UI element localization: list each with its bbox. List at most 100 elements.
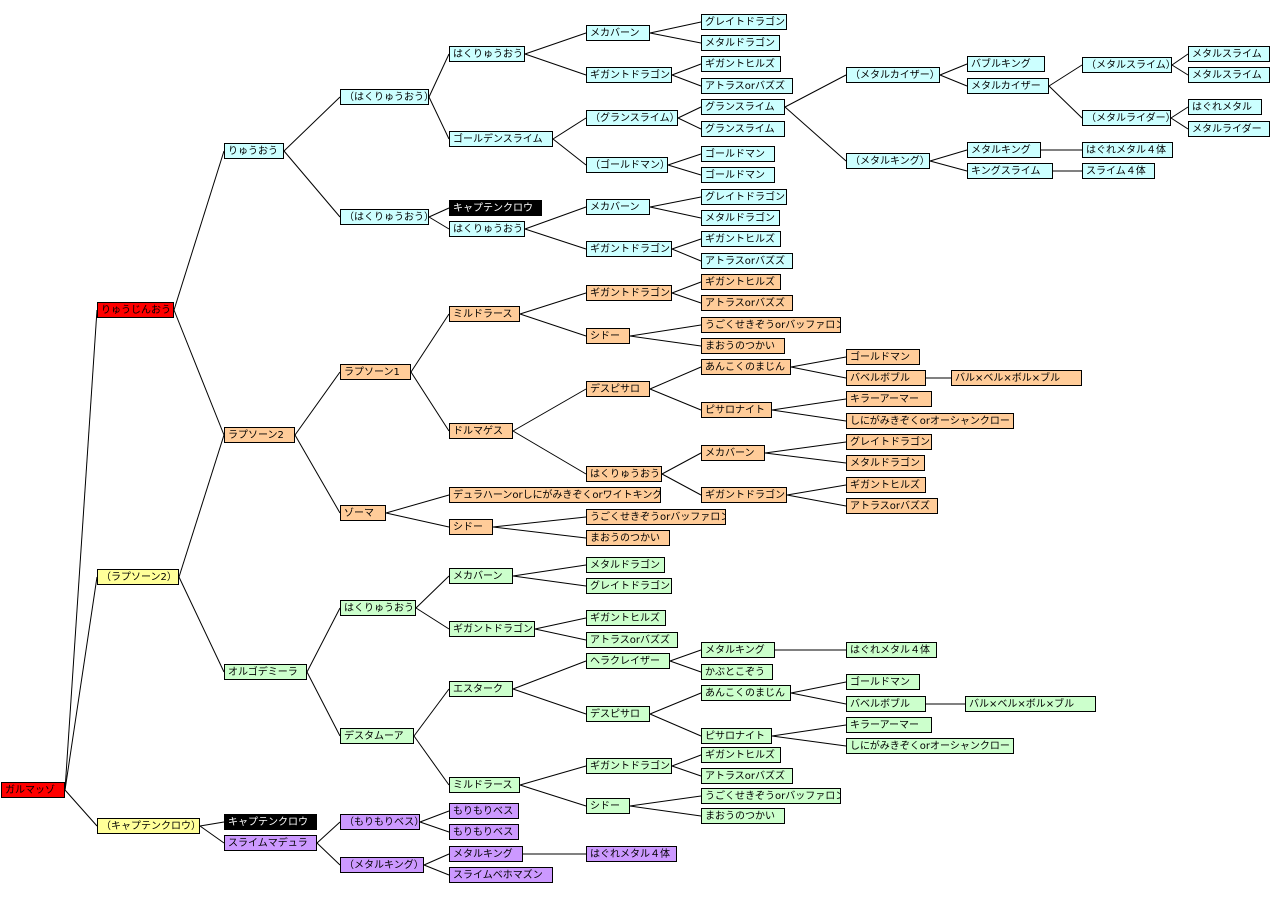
tree-node-gran-p[interactable]: （グランスライム） — [586, 110, 678, 126]
tree-node-atlas-e[interactable]: アトラスorバズズ — [586, 632, 678, 648]
tree-node-ugoku-c[interactable]: うごくせきぞうorバッファロン — [701, 788, 841, 804]
tree-node-morimori2[interactable]: もりもりベス — [449, 824, 519, 840]
tree-node-atlas-d[interactable]: アトラスorバズズ — [846, 498, 938, 514]
tree-node-golden-slime[interactable]: ゴールデンスライム — [449, 131, 553, 147]
tree-node-killer-a[interactable]: キラーアーマー — [846, 391, 932, 407]
tree-node-maou-c[interactable]: まおうのつかい — [701, 808, 785, 824]
tree-node-mecha-c[interactable]: メカバーン — [701, 445, 765, 461]
tree-node-goldman2[interactable]: ゴールドマン — [701, 167, 775, 183]
tree-node-dura[interactable]: デュラハーンorしにがみきぞくorワイトキング — [449, 487, 661, 503]
tree-node-atlas-c[interactable]: アトラスorバズズ — [701, 295, 793, 311]
tree-node-shido-b[interactable]: シドー — [449, 519, 493, 535]
tree-node-metalking-p2[interactable]: （メタルキング） — [340, 857, 424, 873]
tree-node-great-c[interactable]: グレイトドラゴン — [846, 434, 932, 450]
tree-node-rapsoon2[interactable]: ラプソーン2 — [224, 427, 295, 443]
tree-node-gighills-a[interactable]: ギガントヒルズ — [701, 56, 781, 72]
tree-node-hagure4-b[interactable]: はぐれメタル４体 — [846, 642, 937, 658]
tree-node-atlas-a[interactable]: アトラスorバズズ — [701, 78, 793, 94]
tree-node-ankoku-a[interactable]: あんこくのまじん — [701, 359, 791, 375]
tree-node-captain-paren[interactable]: （キャプテンクロウ） — [97, 818, 200, 834]
tree-node-shido-a[interactable]: シドー — [586, 328, 630, 344]
tree-node-morimori-p[interactable]: （もりもりベス） — [340, 814, 420, 830]
tree-node-barubel-b[interactable]: バル×ベル×ボル×ブル — [965, 696, 1096, 712]
tree-node-gigant-f[interactable]: ギガントドラゴン — [586, 758, 672, 774]
tree-node-mecha-a[interactable]: メカバーン — [586, 25, 650, 41]
tree-node-metalking-b[interactable]: メタルキング — [701, 642, 775, 658]
tree-node-hagure4-c[interactable]: はぐれメタル４体 — [586, 846, 677, 862]
tree-node-slimebehoma[interactable]: スライムベホマズン — [449, 867, 553, 883]
tree-node-orgo[interactable]: オルゴデミーラ — [224, 664, 307, 680]
tree-node-dolmagus[interactable]: ドルマゲス — [449, 423, 513, 439]
tree-node-gigant-c[interactable]: ギガントドラゴン — [586, 285, 672, 301]
tree-node-metalrider[interactable]: メタルライダー — [1188, 121, 1270, 137]
tree-node-captain-blk1[interactable]: キャプテンクロウ — [449, 200, 542, 216]
tree-node-gighills-b[interactable]: ギガントヒルズ — [701, 231, 781, 247]
tree-node-hagure4-a[interactable]: はぐれメタル４体 — [1082, 142, 1173, 158]
tree-node-haguremetal-a[interactable]: はぐれメタル — [1188, 99, 1262, 115]
tree-node-hakuryu-a[interactable]: はくりゅうおう — [449, 46, 525, 62]
tree-node-metalking-p[interactable]: （メタルキング） — [846, 153, 930, 169]
tree-node-estark[interactable]: エスターク — [449, 681, 513, 697]
tree-node-goldman1[interactable]: ゴールドマン — [701, 146, 775, 162]
tree-node-metalslime1[interactable]: メタルスライム — [1188, 46, 1270, 62]
tree-node-rapsoon2-paren[interactable]: （ラプソーン2） — [97, 569, 179, 585]
tree-node-zoma[interactable]: ゾーマ — [340, 505, 386, 521]
tree-node-gighills-e[interactable]: ギガントヒルズ — [586, 610, 666, 626]
tree-node-goldman4[interactable]: ゴールドマン — [846, 674, 920, 690]
tree-node-gran2[interactable]: グランスライム — [701, 121, 785, 137]
tree-node-metalrider-p[interactable]: （メタルライダー） — [1082, 110, 1171, 126]
tree-node-goldman-p[interactable]: （ゴールドマン） — [586, 157, 668, 173]
tree-node-metalking-c[interactable]: メタルキング — [449, 846, 523, 862]
tree-node-atlas-b[interactable]: アトラスorバズズ — [701, 253, 793, 269]
tree-node-hakuryu-b[interactable]: はくりゅうおう — [449, 221, 525, 237]
tree-node-gighills-c[interactable]: ギガントヒルズ — [701, 274, 781, 290]
tree-node-desutamua[interactable]: デスタムーア — [340, 728, 414, 744]
tree-node-gran1[interactable]: グランスライム — [701, 99, 785, 115]
tree-node-gigant-b[interactable]: ギガントドラゴン — [586, 241, 672, 257]
tree-node-metalkaiser-p[interactable]: （メタルカイザー） — [846, 67, 940, 83]
tree-node-metald-d[interactable]: メタルドラゴン — [586, 557, 665, 573]
tree-node-slime4[interactable]: スライム４体 — [1082, 163, 1155, 179]
tree-node-barubel-a[interactable]: バル×ベル×ボル×ブル — [951, 370, 1082, 386]
tree-node-kabuto[interactable]: かぶとこぞう — [701, 664, 773, 680]
tree-node-mecha-d[interactable]: メカバーン — [449, 568, 513, 584]
tree-node-hakuryu-d[interactable]: はくりゅうおう — [340, 600, 416, 616]
tree-node-root[interactable]: ガルマッゾ — [1, 782, 65, 798]
tree-node-metalkaiser[interactable]: メタルカイザー — [967, 78, 1049, 94]
tree-node-metalslime-p[interactable]: （メタルスライム） — [1082, 57, 1172, 73]
tree-node-despisaro-a[interactable]: デスピサロ — [586, 381, 650, 397]
tree-node-great-a[interactable]: グレイトドラゴン — [701, 14, 787, 30]
tree-node-gighills-f[interactable]: ギガントヒルズ — [701, 747, 781, 763]
tree-node-ryuuou[interactable]: りゅうおう — [224, 143, 284, 159]
tree-node-captain-blk2[interactable]: キャプテンクロウ — [224, 814, 317, 830]
tree-node-great-d[interactable]: グレイトドラゴン — [586, 578, 672, 594]
tree-node-ugoku-b[interactable]: うごくせきぞうorバッファロン — [586, 509, 726, 525]
tree-node-gigant-d[interactable]: ギガントドラゴン — [701, 487, 787, 503]
tree-node-ryujinou[interactable]: りゅうじんおう — [97, 302, 174, 318]
tree-node-morimori1[interactable]: もりもりベス — [449, 803, 519, 819]
tree-node-mildraath-b[interactable]: ミルドラース — [449, 777, 520, 793]
tree-node-maou-b[interactable]: まおうのつかい — [586, 530, 670, 546]
tree-node-goldman3[interactable]: ゴールドマン — [846, 349, 920, 365]
tree-node-mildraath-a[interactable]: ミルドラース — [449, 306, 520, 322]
tree-node-shinigami-a[interactable]: しにがみきぞくorオーシャンクロー — [846, 413, 1014, 429]
tree-node-rapsoon1[interactable]: ラプソーン1 — [340, 364, 411, 380]
tree-node-babel-b[interactable]: バベルボブル — [846, 696, 926, 712]
tree-node-pisaro-b[interactable]: ピサロナイト — [701, 728, 772, 744]
tree-node-shinigami-b[interactable]: しにがみきぞくorオーシャンクロー — [846, 738, 1014, 754]
tree-node-hakuryu-p1[interactable]: （はくりゅうおう） — [340, 89, 429, 105]
tree-node-metald-c[interactable]: メタルドラゴン — [846, 455, 925, 471]
tree-node-hakuryu-c[interactable]: はくりゅうおう — [586, 466, 662, 482]
tree-node-gigant-e[interactable]: ギガントドラゴン — [449, 621, 535, 637]
tree-node-metald-b[interactable]: メタルドラゴン — [701, 210, 780, 226]
tree-node-hakuryu-p2[interactable]: （はくりゅうおう） — [340, 209, 429, 225]
tree-node-babel-a[interactable]: バベルボブル — [846, 370, 926, 386]
tree-node-gighills-d[interactable]: ギガントヒルズ — [846, 477, 926, 493]
tree-node-bubbleking[interactable]: バブルキング — [967, 56, 1045, 72]
tree-node-metalslime2[interactable]: メタルスライム — [1188, 67, 1270, 83]
tree-node-pisaro-a[interactable]: ピサロナイト — [701, 402, 772, 418]
tree-node-despisaro-b[interactable]: デスピサロ — [586, 706, 650, 722]
tree-node-ankoku-b[interactable]: あんこくのまじん — [701, 685, 791, 701]
tree-node-heracross[interactable]: ヘラクレイザー — [586, 653, 670, 669]
tree-node-killer-b[interactable]: キラーアーマー — [846, 717, 932, 733]
